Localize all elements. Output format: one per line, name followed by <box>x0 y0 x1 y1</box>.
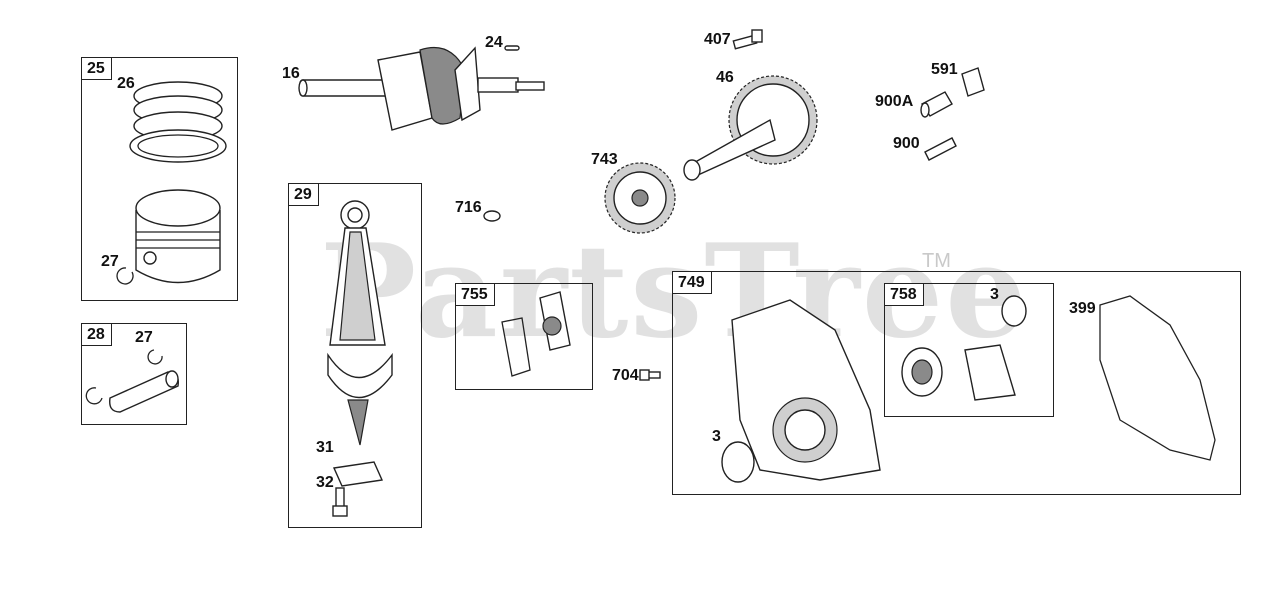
callout-900[interactable]: 900 <box>893 135 920 152</box>
callout-16[interactable]: 16 <box>282 65 300 82</box>
connecting-rod-part[interactable] <box>327 200 393 446</box>
group-28-box: 28 <box>81 323 187 425</box>
crankshaft-part[interactable] <box>298 46 545 131</box>
camshaft-part[interactable] <box>683 75 818 181</box>
trademark-symbol: TM <box>922 250 951 272</box>
crankcase-cover-part[interactable] <box>731 299 881 481</box>
oil-dipper-part[interactable] <box>332 461 384 487</box>
screw-part[interactable] <box>639 369 661 381</box>
callout-743[interactable]: 743 <box>591 151 618 168</box>
callout-31[interactable]: 31 <box>316 439 334 456</box>
group-28-tag[interactable]: 28 <box>81 323 112 346</box>
callout-399[interactable]: 399 <box>1069 300 1096 317</box>
retaining-ring-part[interactable] <box>116 267 134 285</box>
group-755-tag[interactable]: 755 <box>455 283 495 306</box>
group-749-tag[interactable]: 749 <box>672 271 712 294</box>
callout-27-pin[interactable]: 27 <box>135 329 153 346</box>
rod-bolt-part[interactable] <box>332 487 348 517</box>
piston-rings-part[interactable] <box>129 81 227 163</box>
bushing-part[interactable] <box>961 67 985 97</box>
piston-pin-part[interactable] <box>109 370 179 413</box>
washer-part[interactable] <box>483 210 501 222</box>
group-29-tag[interactable]: 29 <box>288 183 319 206</box>
callout-3-inner[interactable]: 3 <box>990 286 999 303</box>
group-758-box: 758 <box>884 283 1054 417</box>
group-25-box: 25 <box>81 57 238 301</box>
pin-clip-left-part[interactable] <box>85 387 103 405</box>
bolt-part[interactable] <box>732 29 763 50</box>
group-758-tag[interactable]: 758 <box>884 283 924 306</box>
callout-591[interactable]: 591 <box>931 61 958 78</box>
callout-3-outer[interactable]: 3 <box>712 428 721 445</box>
callout-24[interactable]: 24 <box>485 34 503 51</box>
callout-407[interactable]: 407 <box>704 31 731 48</box>
pin-clip-right-part[interactable] <box>147 349 163 365</box>
callout-900A[interactable]: 900A <box>875 93 914 110</box>
callout-704[interactable]: 704 <box>612 367 639 384</box>
callout-26[interactable]: 26 <box>117 75 135 92</box>
callout-32[interactable]: 32 <box>316 474 334 491</box>
callout-46[interactable]: 46 <box>716 69 734 86</box>
governor-assembly-part[interactable] <box>901 344 1016 401</box>
group-25-tag[interactable]: 25 <box>81 57 112 80</box>
cover-gasket-part[interactable] <box>1099 295 1216 461</box>
piston-part[interactable] <box>135 189 221 284</box>
pin-part[interactable] <box>924 137 957 161</box>
group-755-box: 755 <box>455 283 593 390</box>
callout-27-piston[interactable]: 27 <box>101 253 119 270</box>
group-29-box: 29 <box>288 183 422 528</box>
seal-part[interactable] <box>1001 295 1027 327</box>
key-part[interactable] <box>504 45 520 51</box>
gear-part[interactable] <box>604 162 676 234</box>
oil-seal-part[interactable] <box>721 441 755 483</box>
sleeve-part[interactable] <box>920 91 953 118</box>
gasket-seal-part[interactable] <box>501 291 571 377</box>
callout-716[interactable]: 716 <box>455 199 482 216</box>
group-749-box: 749 <box>672 271 1241 495</box>
